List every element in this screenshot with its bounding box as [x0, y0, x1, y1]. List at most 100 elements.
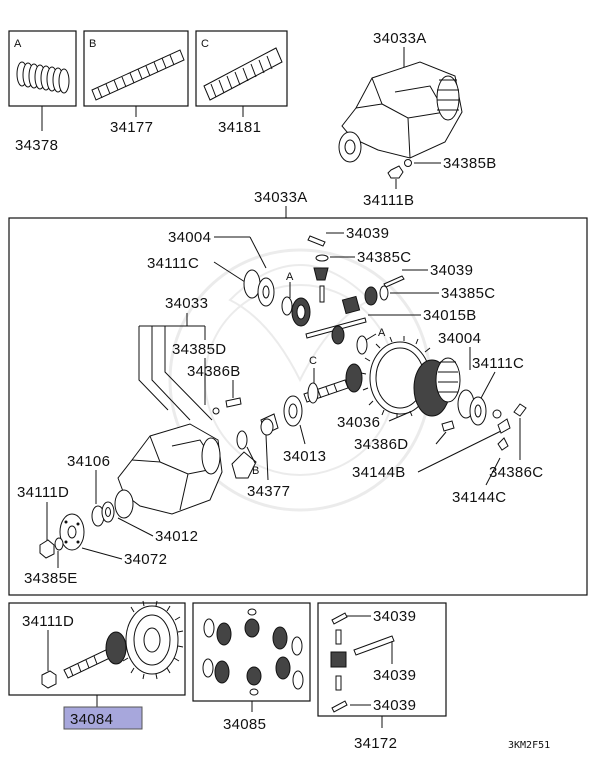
- collapsible-spacer-icon: [260, 413, 279, 436]
- letter-a-2: A: [378, 327, 386, 339]
- label-34385c-b: 34385C: [441, 285, 495, 302]
- label-34036: 34036: [337, 414, 380, 431]
- label-34106: 34106: [67, 453, 110, 470]
- pinion-kit-part-number: 34085: [223, 716, 266, 733]
- label-34039-a: 34039: [346, 225, 389, 242]
- label-34385c-a: 34385C: [357, 249, 411, 266]
- carrier-housing-icon: [338, 61, 463, 163]
- label-34386b: 34386B: [187, 363, 241, 380]
- shaft-pin-icon-2: [331, 700, 348, 713]
- bearing-icon: [243, 269, 275, 307]
- washer-icon-1: [315, 254, 329, 262]
- kit-b-group[interactable]: B 34177: [83, 30, 189, 136]
- shaft-kit-group[interactable]: 34039 34039 34039 34172: [317, 602, 447, 752]
- bearing-icon-right: [457, 389, 487, 426]
- label-34013: 34013: [283, 448, 326, 465]
- carrier-top-nut-icon: [387, 165, 404, 179]
- label-34386d: 34386D: [354, 436, 408, 453]
- kit-c-group[interactable]: C 34181: [195, 30, 288, 136]
- label-34111c-a: 34111C: [147, 255, 199, 272]
- letter-b: B: [252, 465, 259, 477]
- gear-set-nut-icon: [41, 670, 57, 689]
- main-assembly-box: [8, 217, 588, 596]
- carrier-top-part-number: 34033A: [373, 30, 427, 47]
- pinion-kit-group[interactable]: 34085: [192, 602, 311, 733]
- gear-set-nut-label: 34111D: [22, 613, 74, 630]
- shaft-kit-pin-icon: [335, 629, 342, 691]
- carrier-top-bolt-label: 34385B: [443, 155, 497, 172]
- pinion-gear-icon-1: [313, 267, 329, 281]
- shaft-kit-shaft-icon: [353, 635, 395, 656]
- pinion-kit-box: [192, 602, 311, 702]
- side-gear-icon-2: [331, 325, 345, 345]
- kit-c-letter: C: [201, 38, 209, 50]
- main-assembly-part-number: 34033A: [254, 189, 308, 206]
- pinion-kit-parts-icon: [202, 608, 304, 696]
- label-34039-b: 34039: [430, 262, 473, 279]
- kit-c-box: [195, 30, 288, 107]
- shaft-kit-block-icon: [330, 651, 347, 668]
- kit-b-letter: B: [89, 38, 96, 50]
- gear-set-part-highlight[interactable]: [63, 706, 143, 730]
- differential-housing-icon: [114, 423, 223, 519]
- kit-a-rings-icon: [16, 61, 70, 94]
- carrier-top-nut-label: 34111B: [363, 192, 414, 209]
- kit-a-letter: A: [14, 38, 22, 50]
- label-34386c: 34386C: [489, 464, 543, 481]
- label-34144b: 34144B: [352, 464, 406, 481]
- oil-seal-icon: [91, 501, 115, 527]
- carrier-top-bolt-icon: [404, 159, 412, 167]
- label-34144c: 34144C: [452, 489, 506, 506]
- label-34012: 34012: [155, 528, 198, 545]
- seal-ring-icon: [236, 430, 248, 450]
- letter-c: C: [309, 355, 317, 367]
- shaft-kit-label-2: 34039: [373, 667, 416, 684]
- shaft-pin-icon-1: [331, 612, 348, 625]
- gear-set-part-number[interactable]: 34084: [70, 711, 113, 728]
- bolt-icon-34386c: [513, 403, 527, 417]
- pin-icon-1: [307, 235, 326, 247]
- lock-plate-icon: [497, 418, 511, 434]
- shim-icon: [307, 382, 319, 404]
- kit-c-rings-icon: [203, 47, 283, 101]
- diff-case-icon: [413, 357, 461, 417]
- ring-gear-icon-kit: [122, 600, 184, 680]
- spider-block-icon: [341, 295, 361, 315]
- pinion-shaft-pin-icon: [319, 285, 325, 303]
- kit-b-rings-icon: [91, 49, 185, 101]
- adjuster-icon: [492, 409, 502, 419]
- carrier-top-group[interactable]: 34033A 34385B 34111B: [338, 30, 497, 209]
- washer-icon-2: [379, 285, 389, 301]
- cover-gasket-icon: [231, 451, 257, 479]
- thrust-washer-icon: [281, 296, 293, 316]
- drive-pinion-icon: [63, 631, 127, 679]
- label-34004-a: 34004: [168, 229, 211, 246]
- shaft-kit-label-1: 34039: [373, 608, 416, 625]
- label-34015b: 34015B: [423, 307, 477, 324]
- kit-c-part-number: 34181: [218, 119, 261, 136]
- thrust-washer-icon-2: [356, 335, 368, 355]
- kit-a-part-number: 34378: [15, 137, 58, 154]
- label-34377: 34377: [247, 483, 290, 500]
- label-34385e: 34385E: [24, 570, 78, 587]
- bolt-washer-icon: [212, 407, 220, 415]
- bolt-icon-34386b: [225, 397, 242, 408]
- label-34072: 34072: [124, 551, 167, 568]
- label-34111d: 34111D: [17, 484, 69, 501]
- shaft-kit-part-number: 34172: [354, 735, 397, 752]
- label-34004-b: 34004: [438, 330, 481, 347]
- diagram-code: 3KM2F51: [508, 740, 550, 751]
- label-34111c-b: 34111C: [472, 355, 524, 372]
- kit-a-group[interactable]: A 34378: [8, 30, 77, 154]
- companion-flange-icon: [59, 513, 85, 551]
- label-34033: 34033: [165, 295, 208, 312]
- bolt-icon-34386d: [441, 420, 455, 432]
- gear-set-group[interactable]: 34111D 34084: [8, 600, 186, 730]
- label-34385d: 34385D: [172, 341, 226, 358]
- bearing-icon-pinion: [283, 395, 303, 427]
- letter-a-1: A: [286, 271, 294, 283]
- main-assembly-group[interactable]: 34033A 34004 34111C A 34039: [8, 189, 588, 596]
- kit-b-part-number: 34177: [110, 119, 153, 136]
- lock-plate-icon-2: [497, 437, 509, 451]
